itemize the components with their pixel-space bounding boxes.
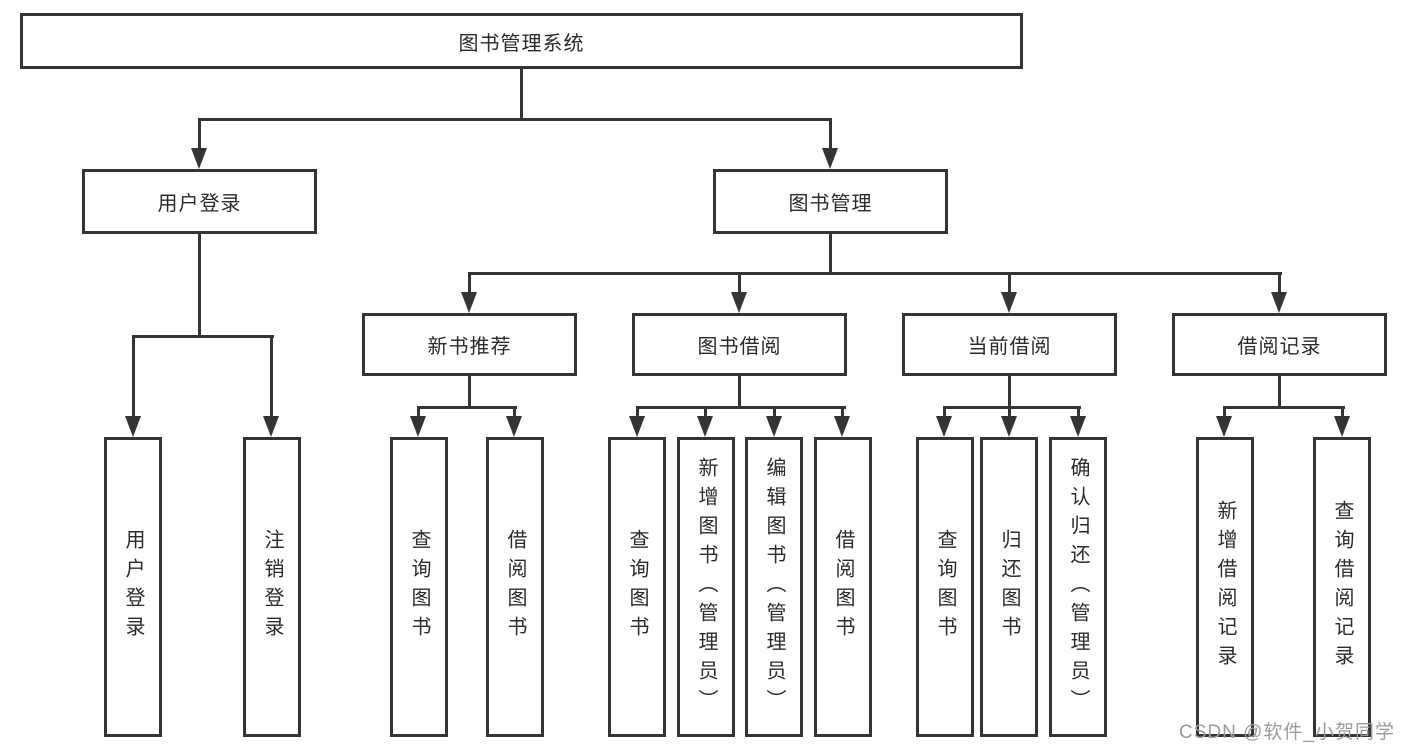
connector-line bbox=[1223, 406, 1226, 420]
connector-line bbox=[773, 406, 776, 420]
arrow-down-icon bbox=[822, 148, 838, 169]
connector-line bbox=[1008, 376, 1011, 409]
arrow-down-icon bbox=[1001, 292, 1017, 313]
connector-line bbox=[1278, 272, 1281, 295]
leaf-user-login: 用户登录 bbox=[104, 437, 162, 737]
node-book-management: 图书管理 bbox=[713, 169, 948, 234]
arrow-down-icon bbox=[125, 416, 141, 437]
connector-line bbox=[1223, 406, 1345, 409]
node-new-book-recommend: 新书推荐 bbox=[362, 313, 577, 376]
leaf-add-borrow-record: 新增借阅记录 bbox=[1196, 437, 1254, 737]
connector-line bbox=[132, 335, 135, 419]
node-book-borrowing: 图书借阅 bbox=[632, 313, 847, 376]
connector-line bbox=[1278, 376, 1281, 409]
connector-line bbox=[738, 272, 741, 295]
arrow-down-icon bbox=[1001, 416, 1017, 437]
arrow-down-icon bbox=[1216, 416, 1232, 437]
arrow-down-icon bbox=[1070, 416, 1086, 437]
leaf-logout: 注销登录 bbox=[243, 437, 301, 737]
connector-line bbox=[270, 335, 273, 419]
connector-line bbox=[1341, 406, 1344, 420]
connector-line bbox=[829, 118, 832, 151]
connector-line bbox=[636, 406, 846, 409]
connector-line bbox=[943, 406, 1081, 409]
connector-line bbox=[1008, 272, 1011, 295]
connector-line bbox=[198, 118, 832, 121]
connector-line bbox=[704, 406, 707, 420]
arrow-down-icon bbox=[936, 416, 952, 437]
connector-line bbox=[1008, 406, 1011, 420]
connector-line bbox=[841, 406, 844, 420]
connector-line bbox=[468, 272, 1282, 275]
connector-line bbox=[417, 406, 420, 420]
connector-line bbox=[829, 234, 832, 275]
leaf-query-borrow-record: 查询借阅记录 bbox=[1313, 437, 1371, 737]
leaf-return-books: 归还图书 bbox=[980, 437, 1038, 737]
leaf-query-books-borrowing: 查询图书 bbox=[608, 437, 666, 737]
leaf-borrow-books-recommend: 借阅图书 bbox=[486, 437, 544, 737]
node-user-login: 用户登录 bbox=[82, 169, 317, 234]
leaf-edit-books-admin: 编辑图书（管理员） bbox=[745, 437, 803, 737]
leaf-query-books-current: 查询图书 bbox=[916, 437, 974, 737]
arrow-down-icon bbox=[461, 292, 477, 313]
arrow-down-icon bbox=[697, 416, 713, 437]
leaf-confirm-return-admin: 确认归还（管理员） bbox=[1049, 437, 1107, 737]
connector-line bbox=[738, 376, 741, 409]
leaf-add-books-admin: 新增图书（管理员） bbox=[677, 437, 735, 737]
connector-line bbox=[468, 272, 471, 295]
arrow-down-icon bbox=[506, 416, 522, 437]
arrow-down-icon bbox=[191, 148, 207, 169]
csdn-watermark: CSDN @软件_小贺同学 bbox=[1179, 722, 1395, 743]
connector-line bbox=[198, 234, 201, 338]
arrow-down-icon bbox=[1271, 292, 1287, 313]
arrow-down-icon bbox=[834, 416, 850, 437]
connector-line bbox=[1077, 406, 1080, 420]
connector-line bbox=[520, 69, 523, 119]
arrow-down-icon bbox=[766, 416, 782, 437]
node-borrowing-records: 借阅记录 bbox=[1172, 313, 1387, 376]
connector-line bbox=[468, 376, 471, 409]
connector-line bbox=[417, 406, 517, 409]
node-current-borrowing: 当前借阅 bbox=[902, 313, 1117, 376]
connector-line bbox=[943, 406, 946, 420]
leaf-query-books-recommend: 查询图书 bbox=[390, 437, 448, 737]
arrow-down-icon bbox=[410, 416, 426, 437]
arrow-down-icon bbox=[629, 416, 645, 437]
leaf-borrow-books-borrowing: 借阅图书 bbox=[814, 437, 872, 737]
connector-line bbox=[198, 118, 201, 151]
arrow-down-icon bbox=[1334, 416, 1350, 437]
node-library-management-system: 图书管理系统 bbox=[20, 13, 1023, 69]
connector-line bbox=[132, 335, 274, 338]
connector-line bbox=[636, 406, 639, 420]
connector-line bbox=[513, 406, 516, 420]
arrow-down-icon bbox=[731, 292, 747, 313]
arrow-down-icon bbox=[263, 416, 279, 437]
